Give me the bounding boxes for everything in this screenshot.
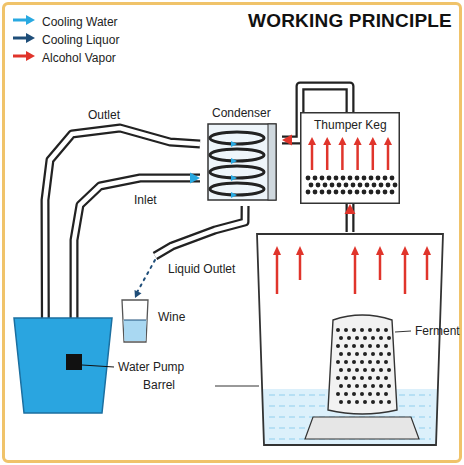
node-label: Thumper Keg — [314, 118, 387, 132]
legend-arrow-head — [26, 15, 35, 25]
condenser: Condenser — [200, 106, 282, 206]
condenser-outline — [200, 106, 282, 206]
legend-text: Cooling Water — [42, 15, 118, 29]
diagram-title: WORKING PRINCIPLE — [248, 10, 452, 32]
pipe-label: Inlet — [132, 193, 159, 207]
legend-entry: Alcohol Vapor — [12, 48, 86, 64]
liquid-drip — [135, 260, 155, 296]
legend-arrow-shaft — [13, 19, 27, 22]
legend-arrow — [12, 51, 36, 61]
pipe-label: Liquid Outlet — [166, 262, 237, 276]
pipe — [40, 128, 200, 332]
node-label: Condenser — [212, 106, 271, 120]
pipe — [345, 204, 356, 232]
legend-text: Cooling Liquor — [42, 33, 119, 47]
legend-entry: Cooling Water — [12, 12, 88, 28]
pipe-outer — [346, 204, 355, 232]
flow-arrowhead — [345, 204, 356, 214]
thumper-keg: Thumper Keg — [300, 112, 400, 204]
water-bucket: Water Pump — [14, 318, 112, 413]
barrel: BarrelFerment — [255, 232, 445, 447]
node-label: Barrel — [143, 378, 175, 392]
pipe-label: Outlet — [86, 108, 122, 122]
pipe-outer — [155, 206, 245, 256]
legend-arrow-shaft — [13, 37, 27, 40]
legend-arrow-shaft — [13, 55, 27, 58]
legend-arrow-head — [26, 33, 35, 43]
ferment-bag: Ferment — [325, 310, 400, 416]
flow-arrowhead — [135, 290, 142, 298]
legend-arrow — [12, 33, 36, 43]
legend-arrow-head — [26, 51, 35, 61]
pipe — [135, 206, 246, 298]
flow-arrowhead — [282, 135, 292, 146]
wine-glass-outline — [120, 298, 150, 344]
wine-glass: Wine — [120, 298, 150, 344]
node-label: Wine — [158, 310, 185, 324]
legend-entry: Cooling Liquor — [12, 30, 89, 46]
pipe-inner — [155, 206, 245, 256]
legend-text: Alcohol Vapor — [42, 51, 116, 65]
flow-arrowhead — [190, 173, 200, 184]
water-bucket-outline — [14, 318, 112, 413]
legend-arrow — [12, 15, 36, 25]
ferment-bag-outline — [325, 310, 400, 416]
node-label: Ferment — [415, 324, 460, 338]
node-label: Water Pump — [118, 360, 184, 374]
